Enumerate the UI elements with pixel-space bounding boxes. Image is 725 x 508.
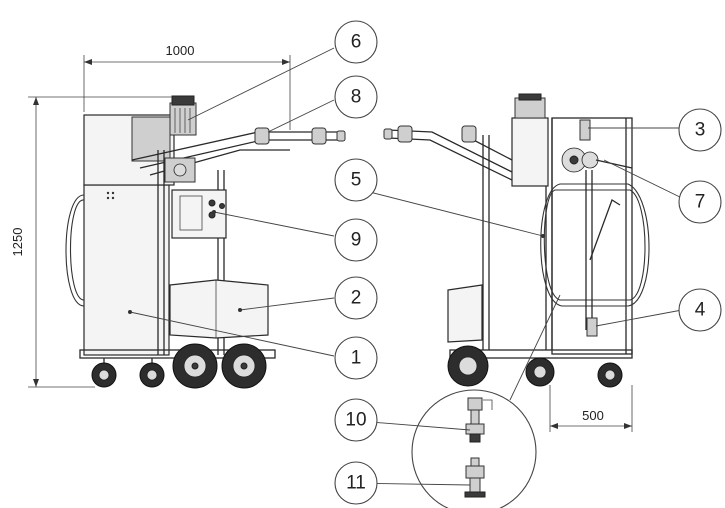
motor: [169, 102, 197, 136]
svg-text:9: 9: [351, 230, 362, 251]
hose-loop-rear: [543, 189, 646, 301]
large-wheel-2: [221, 343, 267, 389]
dimension-width: 1000: [83, 43, 291, 130]
svg-text:3: 3: [695, 120, 706, 141]
callout-7: 7: [678, 180, 722, 224]
cart-rear-view: [383, 93, 650, 388]
rear-large-wheel: [447, 345, 489, 387]
dimension-height: 1250: [10, 96, 172, 388]
caster-wheel-2: [139, 358, 165, 388]
svg-text:11: 11: [346, 473, 366, 494]
leader-lines: [128, 47, 687, 486]
callout-6: 6: [334, 20, 378, 64]
rear-upper-housing: [511, 117, 549, 187]
callout-9: 9: [334, 218, 378, 262]
dimension-depth: 500: [549, 385, 633, 432]
height-dimension-label: 1250: [10, 228, 25, 257]
rear-frame: [551, 117, 633, 355]
cabinet-body: [83, 184, 170, 356]
svg-text:7: 7: [695, 192, 706, 213]
svg-text:6: 6: [351, 32, 362, 53]
caster-wheel-1: [91, 358, 117, 388]
width-dimension-label: 1000: [166, 43, 195, 58]
large-wheel-1: [172, 343, 218, 389]
callout-5: 5: [334, 158, 378, 202]
rear-caster-1: [525, 357, 555, 387]
detail-view: [411, 294, 561, 508]
callout-8: 8: [334, 75, 378, 119]
svg-text:10: 10: [345, 410, 366, 431]
callout-11: 11: [334, 461, 378, 505]
callout-3: 3: [678, 108, 722, 152]
hose-loop-left: [69, 199, 85, 301]
detail-circle: [411, 389, 537, 508]
callout-1: 1: [334, 336, 378, 380]
callout-10: 10: [334, 398, 378, 442]
svg-text:2: 2: [351, 288, 362, 309]
tray: [169, 279, 269, 339]
callout-4: 4: [678, 288, 722, 332]
svg-text:4: 4: [695, 300, 706, 321]
rear-tray: [447, 284, 483, 343]
rear-caster-2: [597, 362, 623, 388]
svg-text:1: 1: [351, 348, 362, 369]
cart-front-view: [65, 95, 346, 389]
callout-2: 2: [334, 276, 378, 320]
svg-text:8: 8: [351, 87, 362, 108]
svg-text:5: 5: [351, 170, 362, 191]
rear-motor: [514, 97, 546, 119]
depth-dimension-label: 500: [582, 408, 604, 423]
